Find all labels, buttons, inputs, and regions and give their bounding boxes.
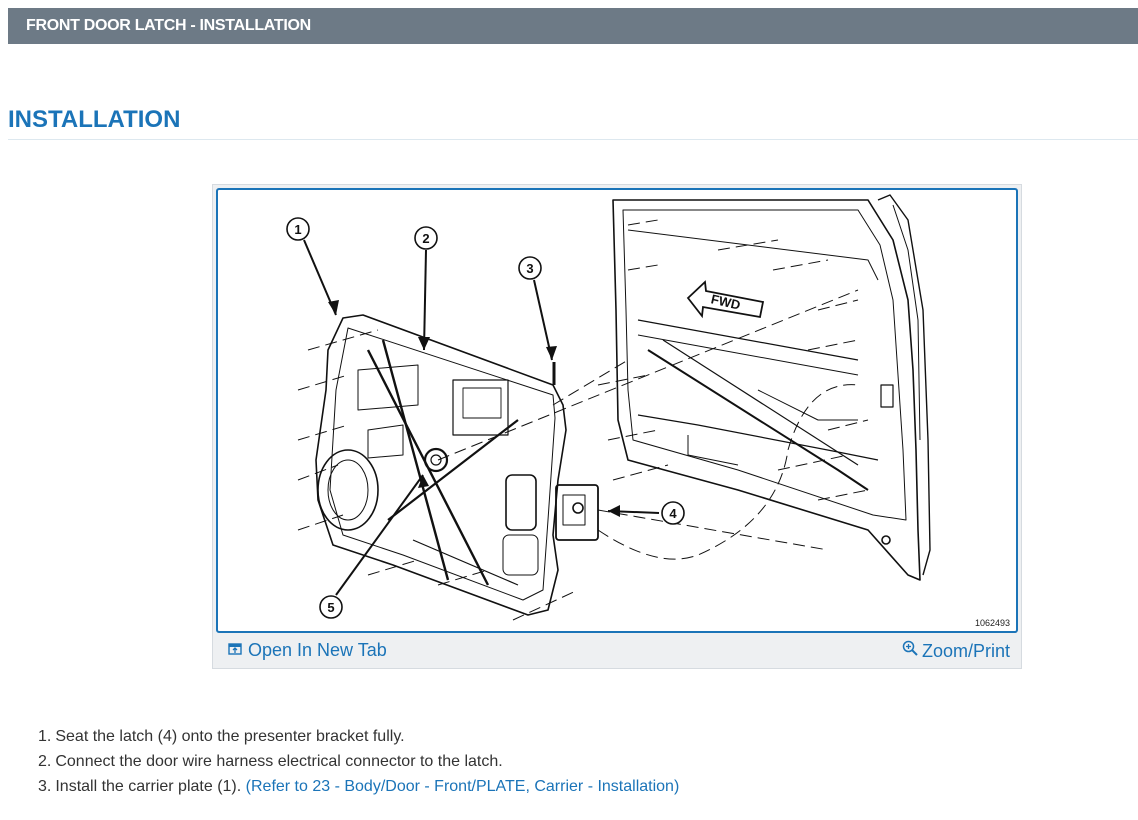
step-number: 2. bbox=[38, 753, 52, 770]
svg-text:4: 4 bbox=[669, 506, 677, 521]
step-number: 3. bbox=[38, 778, 52, 795]
figure-links: Open In New Tab Zoom/Print bbox=[216, 635, 1018, 667]
open-in-new-tab-link[interactable]: Open In New Tab bbox=[228, 640, 387, 661]
step-text: Connect the door wire harness electrical… bbox=[55, 753, 503, 770]
svg-text:5: 5 bbox=[327, 600, 334, 615]
callout-4: 4 bbox=[661, 501, 685, 525]
page-header-title: FRONT DOOR LATCH - INSTALLATION bbox=[26, 17, 311, 34]
door-latch-diagram[interactable]: FWD bbox=[216, 188, 1018, 633]
installation-steps: 1.Seat the latch (4) onto the presenter … bbox=[38, 724, 679, 799]
step-text: Seat the latch (4) onto the presenter br… bbox=[55, 728, 405, 745]
zoom-icon bbox=[902, 640, 919, 662]
carrier-plate-reference-link[interactable]: (Refer to 23 - Body/Door - Front/PLATE, … bbox=[245, 778, 680, 795]
open-in-new-tab-label: Open In New Tab bbox=[248, 640, 387, 660]
open-new-tab-icon bbox=[228, 640, 242, 661]
figure-number: 1062493 bbox=[974, 618, 1010, 628]
door-latch-illustration: FWD bbox=[286, 194, 931, 621]
step-text: Install the carrier plate (1). bbox=[55, 778, 242, 795]
svg-text:2: 2 bbox=[422, 231, 429, 246]
step-number: 1. bbox=[38, 728, 52, 745]
callout-3: 3 bbox=[518, 256, 542, 280]
callout-1: 1 bbox=[286, 217, 310, 241]
section-title: INSTALLATION bbox=[8, 106, 1138, 140]
step-item: 3.Install the carrier plate (1). (Refer … bbox=[38, 774, 679, 799]
zoom-print-label: Zoom/Print bbox=[921, 640, 1010, 661]
step-item: 2.Connect the door wire harness electric… bbox=[38, 749, 679, 774]
fwd-arrow-label: FWD bbox=[710, 291, 742, 312]
figure-container: FWD bbox=[212, 184, 1022, 669]
step-item: 1.Seat the latch (4) onto the presenter … bbox=[38, 724, 679, 749]
page-header: FRONT DOOR LATCH - INSTALLATION bbox=[8, 8, 1138, 44]
callout-5: 5 bbox=[319, 595, 343, 619]
svg-text:1: 1 bbox=[294, 222, 301, 237]
svg-text:3: 3 bbox=[526, 261, 533, 276]
callout-2: 2 bbox=[414, 226, 438, 250]
zoom-print-link[interactable]: Zoom/Print bbox=[902, 640, 1010, 662]
